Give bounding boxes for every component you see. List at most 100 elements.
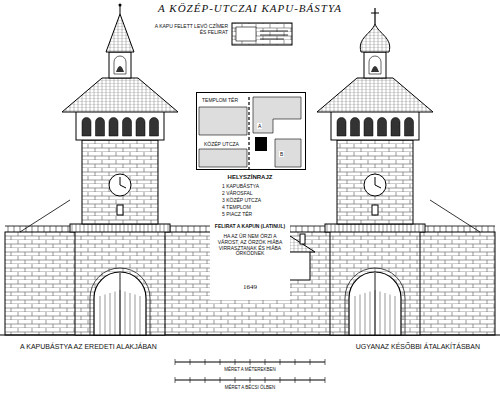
baluster: [371, 224, 372, 232]
tower-roof: [62, 78, 178, 112]
tower-base: [330, 230, 420, 335]
baluster: [50, 226, 51, 232]
baluster: [176, 226, 177, 232]
lantern-arch: [369, 56, 381, 74]
door-plank: [110, 293, 111, 335]
tower-base: [75, 230, 165, 335]
plan-label: TEMPLOM TÉR: [201, 97, 239, 103]
baluster: [327, 224, 328, 232]
arch-frame: [345, 268, 405, 335]
baluster: [470, 226, 471, 232]
baluster: [100, 224, 101, 232]
scale-tick: [295, 377, 296, 383]
note-text: 4 TEMPLOM: [222, 205, 292, 211]
baluster: [379, 224, 380, 232]
note-text: HELYSZÍNRAJZ: [212, 174, 288, 181]
baluster: [347, 224, 348, 232]
note-text: 3 KÖZÉP UTCZA: [222, 198, 292, 204]
scale-tick: [220, 377, 221, 383]
baluster: [136, 224, 137, 232]
door-plank: [390, 295, 391, 336]
gate-tower: [317, 8, 433, 335]
door-plank: [100, 296, 101, 335]
scale-tick: [235, 377, 236, 383]
baluster: [188, 226, 189, 232]
scale-label: MÉRET A BÉCSI ÖLBEN: [175, 385, 325, 390]
slit-window: [117, 205, 123, 215]
baluster: [156, 224, 157, 232]
baluster: [206, 226, 207, 232]
clock-hands: [375, 177, 381, 188]
baluster: [168, 224, 169, 232]
door-plank: [395, 296, 396, 335]
baluster: [296, 226, 297, 232]
gallery-window: [136, 118, 145, 136]
door-plank: [355, 296, 356, 335]
plan-label: A: [257, 123, 262, 129]
scale-tick: [280, 359, 281, 365]
plan-drawing: [197, 93, 305, 169]
baluster: [38, 226, 39, 232]
baluster: [56, 226, 57, 232]
baluster: [132, 224, 133, 232]
note-text: FELIRAT A KAPUN (LATINUL): [212, 224, 288, 230]
baluster: [488, 226, 489, 232]
baluster: [148, 224, 149, 232]
note-text: 5 PIACZ TÉR: [222, 212, 292, 218]
scale-tick: [190, 359, 191, 365]
gallery-window: [337, 118, 346, 137]
door-plank: [135, 295, 136, 336]
baluster: [399, 224, 400, 232]
scale-tick: [310, 377, 311, 383]
spire: [106, 14, 134, 52]
baluster: [464, 226, 465, 232]
baluster: [140, 224, 141, 232]
slit-window: [372, 205, 378, 215]
baluster: [26, 226, 27, 232]
scale-tick: [175, 359, 176, 365]
tower-roof: [317, 78, 433, 112]
bell-lantern: [109, 52, 131, 78]
building-block: [275, 139, 301, 167]
baluster: [343, 224, 344, 232]
door-plank: [115, 292, 116, 336]
building-block: [199, 149, 247, 167]
door-plank: [365, 293, 366, 335]
gate-arch: [349, 272, 401, 335]
bell: [371, 66, 379, 72]
scale-tick: [265, 377, 266, 383]
scale-tick: [175, 377, 176, 383]
baluster: [124, 224, 125, 232]
tower-footprint: [255, 137, 267, 151]
door-plank: [380, 292, 381, 336]
baluster: [428, 226, 429, 232]
baluster: [88, 224, 89, 232]
baluster: [320, 226, 321, 232]
scale-tick: [190, 377, 191, 383]
baluster: [96, 224, 97, 232]
gate-arch: [94, 272, 146, 335]
baluster: [359, 224, 360, 232]
baluster: [112, 224, 113, 232]
note-text: A KAPU FELETT LEVŐ CZÍMER ÉS FELIRAT: [150, 24, 228, 36]
bell: [116, 66, 124, 72]
baluster: [308, 226, 309, 232]
baluster: [92, 224, 93, 232]
door-plank: [385, 293, 386, 335]
scale-tick: [265, 359, 266, 365]
plan-label: KÖZÉP UTCZA: [203, 141, 240, 147]
baluster: [62, 226, 63, 232]
baluster: [339, 224, 340, 232]
baluster: [411, 224, 412, 232]
scale-tick: [235, 359, 236, 365]
tower-shaft: [82, 140, 158, 224]
baluster: [194, 226, 195, 232]
tower-gallery: [76, 110, 164, 140]
plan-label: B: [279, 151, 284, 157]
baluster: [355, 224, 356, 232]
baluster: [128, 224, 129, 232]
baluster: [351, 224, 352, 232]
note-text: 1649: [212, 283, 288, 291]
door-plank: [370, 292, 371, 336]
